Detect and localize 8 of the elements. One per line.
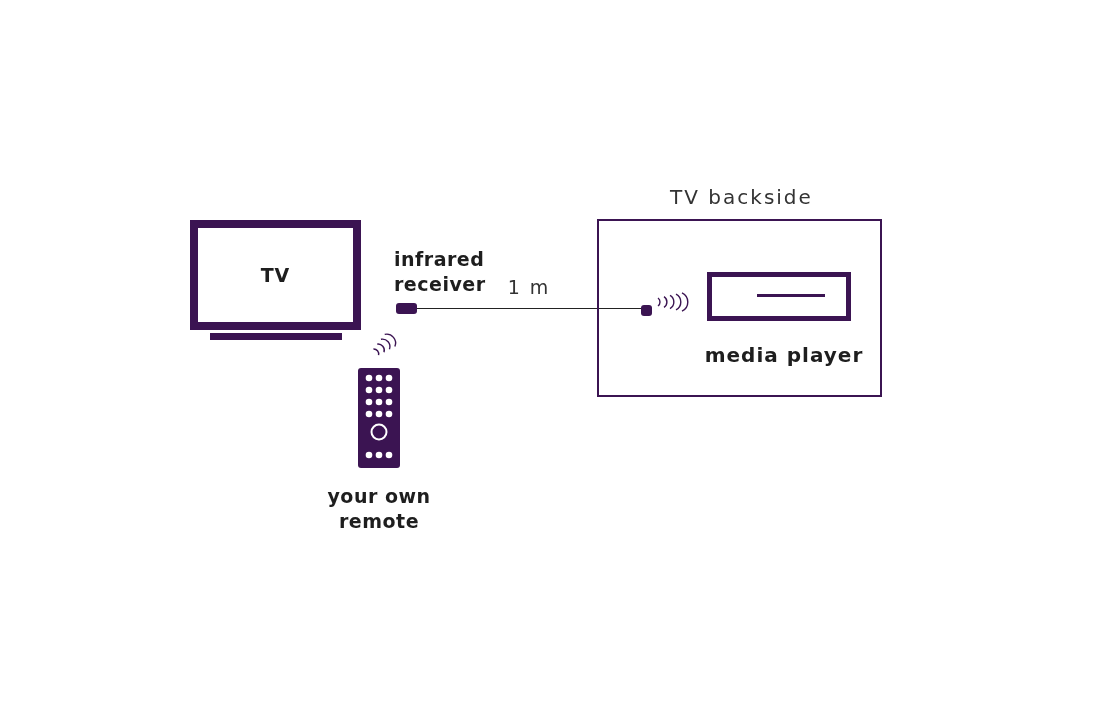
heading: TV backside [669,185,814,210]
node-label: your own remote [326,484,432,534]
node-label: infrared receiver [394,247,487,297]
node-label: media player [703,343,865,368]
cable-line [416,307,642,310]
tv-screen [190,220,361,330]
infrared-emitter [641,305,652,316]
node-label: TV [260,264,291,286]
